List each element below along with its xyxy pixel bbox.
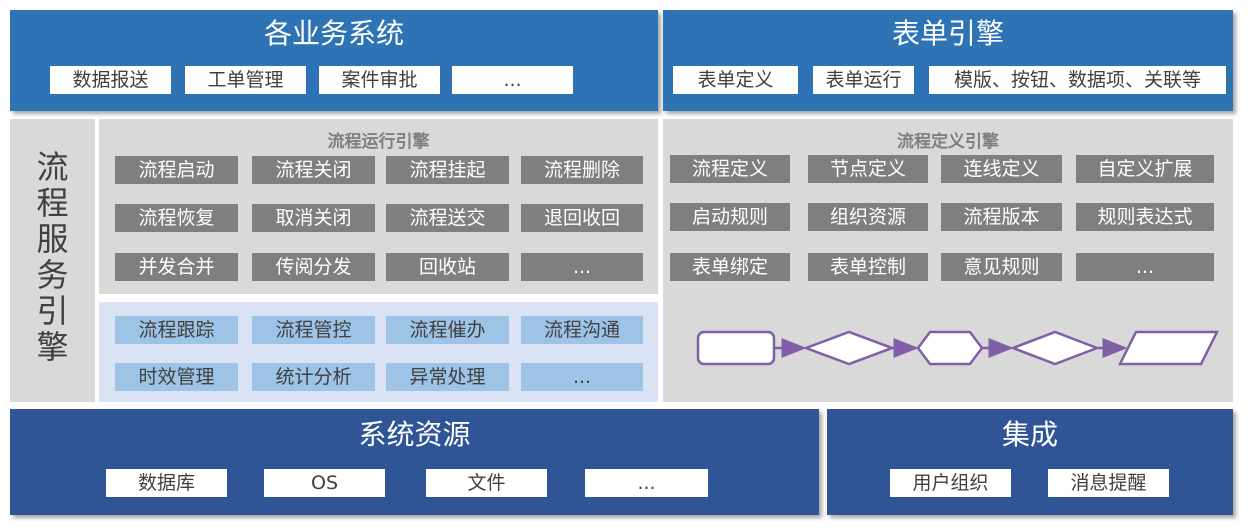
run-item-recycle-bin[interactable]: 回收站	[386, 253, 509, 281]
monitor-item-timeliness[interactable]: 时效管理	[115, 363, 238, 391]
business-item-more[interactable]: ...	[452, 66, 573, 94]
business-item-ticket-management[interactable]: 工单管理	[185, 66, 306, 94]
business-item-case-approval[interactable]: 案件审批	[319, 66, 440, 94]
run-engine-panel: 流程运行引擎 流程启动 流程关闭 流程挂起 流程删除 流程恢复 取消关闭 流程送…	[99, 119, 658, 294]
run-item-delete[interactable]: 流程删除	[521, 156, 643, 184]
business-item-data-report[interactable]: 数据报送	[50, 66, 171, 94]
run-item-circulate-distribute[interactable]: 传阅分发	[252, 253, 375, 281]
def-item-form-control[interactable]: 表单控制	[808, 253, 928, 281]
monitor-panel: 流程跟踪 流程管控 流程催办 流程沟通 时效管理 统计分析 异常处理 ...	[99, 302, 658, 402]
run-item-close[interactable]: 流程关闭	[252, 156, 375, 184]
flow-shape-decision-2	[1009, 330, 1101, 366]
run-item-start[interactable]: 流程启动	[115, 156, 238, 184]
run-item-concurrent-merge[interactable]: 并发合并	[115, 253, 238, 281]
run-item-suspend[interactable]: 流程挂起	[386, 156, 509, 184]
def-item-org-resources[interactable]: 组织资源	[808, 203, 928, 231]
business-systems-title: 各业务系统	[263, 17, 404, 50]
monitor-item-statistics[interactable]: 统计分析	[252, 363, 375, 391]
def-engine-title: 流程定义引擎	[897, 132, 999, 152]
run-item-more[interactable]: ...	[521, 253, 643, 281]
def-item-form-binding[interactable]: 表单绑定	[670, 253, 790, 281]
def-item-node[interactable]: 节点定义	[808, 155, 928, 183]
business-systems-panel: 各业务系统 数据报送 工单管理 案件审批 ...	[10, 10, 658, 111]
def-item-more[interactable]: ...	[1076, 253, 1214, 281]
resource-item-database[interactable]: 数据库	[106, 469, 227, 497]
flow-shape-data	[1117, 330, 1220, 366]
service-engine-title: 流程服务引擎	[10, 149, 95, 365]
resource-item-file[interactable]: 文件	[426, 469, 547, 497]
def-item-start-rules[interactable]: 启动规则	[670, 203, 790, 231]
def-item-connector[interactable]: 连线定义	[941, 155, 1062, 183]
def-item-custom-extension[interactable]: 自定义扩展	[1076, 155, 1214, 183]
integration-title: 集成	[1001, 418, 1058, 451]
service-engine-title-text: 流程服务引擎	[36, 148, 69, 366]
flow-shape-start	[696, 330, 776, 366]
run-item-return-withdraw[interactable]: 退回收回	[521, 204, 643, 232]
form-engine-panel: 表单引擎 表单定义 表单运行 模版、按钮、数据项、关联等	[663, 10, 1233, 111]
system-resources-title: 系统资源	[358, 418, 471, 451]
form-item-templates[interactable]: 模版、按钮、数据项、关联等	[929, 66, 1226, 94]
def-engine-panel: 流程定义引擎 流程定义 节点定义 连线定义 自定义扩展 启动规则 组织资源 流程…	[663, 119, 1233, 402]
monitor-item-more[interactable]: ...	[521, 363, 643, 391]
def-item-version[interactable]: 流程版本	[941, 203, 1062, 231]
system-resources-panel: 系统资源 数据库 OS 文件 ...	[10, 409, 819, 515]
monitor-item-tracking[interactable]: 流程跟踪	[115, 316, 238, 344]
run-item-cancel-close[interactable]: 取消关闭	[252, 204, 375, 232]
resource-item-os[interactable]: OS	[264, 469, 385, 497]
def-item-opinion-rules[interactable]: 意见规则	[941, 253, 1062, 281]
integration-panel: 集成 用户组织 消息提醒	[827, 409, 1233, 515]
flow-shape-decision-1	[802, 330, 896, 366]
def-item-rule-expression[interactable]: 规则表达式	[1076, 203, 1214, 231]
form-item-runtime[interactable]: 表单运行	[813, 66, 914, 94]
run-item-submit[interactable]: 流程送交	[386, 204, 509, 232]
flowchart-illustration	[696, 330, 1220, 366]
integration-item-message-reminder[interactable]: 消息提醒	[1048, 469, 1169, 497]
monitor-item-urge[interactable]: 流程催办	[386, 316, 509, 344]
def-item-process[interactable]: 流程定义	[670, 155, 790, 183]
service-engine-panel: 流程服务引擎	[10, 119, 95, 402]
flow-shape-process	[916, 330, 984, 366]
integration-item-user-org[interactable]: 用户组织	[890, 469, 1011, 497]
run-engine-title: 流程运行引擎	[327, 132, 430, 152]
monitor-item-communicate[interactable]: 流程沟通	[521, 316, 643, 344]
run-item-resume[interactable]: 流程恢复	[115, 204, 238, 232]
form-engine-title: 表单引擎	[891, 17, 1004, 50]
resource-item-more[interactable]: ...	[585, 469, 708, 497]
monitor-item-exception[interactable]: 异常处理	[386, 363, 509, 391]
monitor-item-control[interactable]: 流程管控	[252, 316, 375, 344]
form-item-definition[interactable]: 表单定义	[673, 66, 798, 94]
